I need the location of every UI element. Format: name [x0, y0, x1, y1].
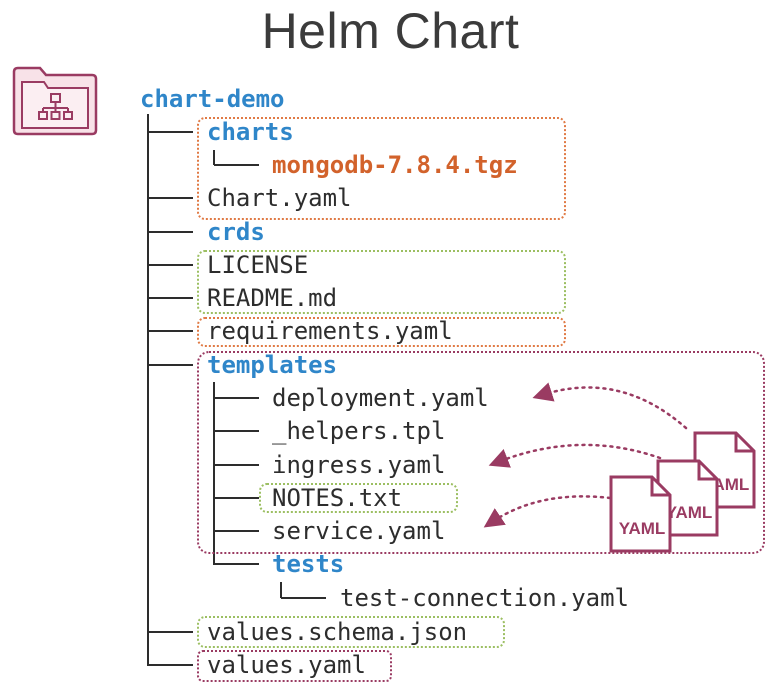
yaml-icon-label: YAML [619, 519, 666, 538]
folder-sitemap-icon [12, 66, 98, 136]
page-title: Helm Chart [261, 3, 520, 59]
values-schema-highlight-box [197, 616, 505, 648]
chart-yaml-file: Chart.yaml [207, 184, 352, 212]
service-file: service.yaml [272, 517, 446, 545]
mongodb-package: mongodb-7.8.4.tgz [272, 151, 518, 179]
tree-root-dir: chart-demo [140, 85, 285, 113]
test-connection-file: test-connection.yaml [340, 584, 629, 612]
notes-highlight-box [259, 483, 458, 513]
deployment-file: deployment.yaml [272, 384, 489, 412]
license-file: LICENSE [207, 251, 309, 279]
values-schema-file: values.schema.json [207, 618, 468, 646]
requirements-file: requirements.yaml [207, 317, 453, 345]
ingress-file: ingress.yaml [272, 451, 446, 479]
crds-dir: crds [207, 218, 265, 246]
charts-highlight-box [197, 117, 566, 220]
yaml-icon-label: YAML [666, 503, 713, 522]
templates-dir: templates [207, 351, 338, 379]
charts-dir: charts [207, 118, 294, 146]
yaml-file-icon: YAML [609, 475, 672, 553]
templates-highlight-box [197, 351, 765, 554]
helpers-file: _helpers.tpl [272, 417, 446, 445]
requirements-highlight-box [197, 317, 566, 347]
notes-file: NOTES.txt [272, 484, 403, 512]
values-file: values.yaml [207, 651, 366, 679]
tests-dir: tests [272, 550, 345, 578]
values-highlight-box [197, 650, 392, 682]
readme-file: README.md [207, 284, 338, 312]
docs-highlight-box [197, 250, 566, 314]
